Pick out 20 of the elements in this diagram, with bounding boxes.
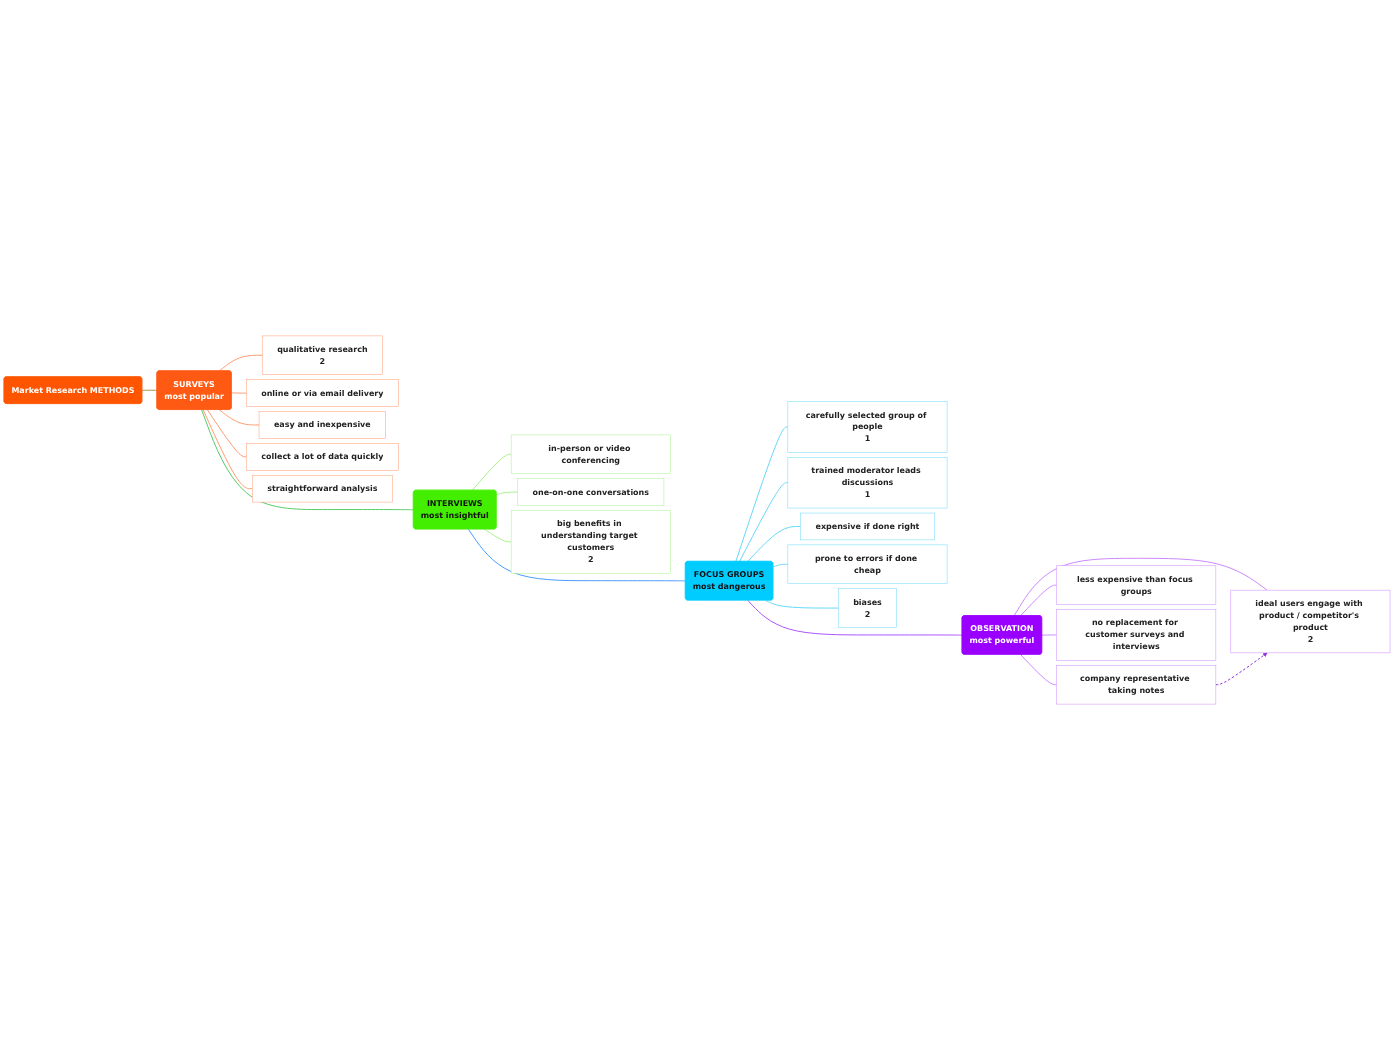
connector [1020,584,1058,617]
connector [765,599,839,609]
connector [1020,654,1058,686]
connector [218,354,263,372]
connector [218,409,260,426]
connector [772,563,789,568]
connector [206,409,247,458]
connector [739,482,789,563]
connector [1041,634,1058,636]
connector [202,409,253,490]
connector [467,528,687,582]
connector [735,426,789,563]
connector [495,491,519,496]
connector [1013,557,1268,617]
connector [201,409,415,511]
connector [471,453,512,491]
connector [483,528,512,543]
connector [747,525,802,563]
connector [747,599,963,636]
connector [231,392,247,394]
